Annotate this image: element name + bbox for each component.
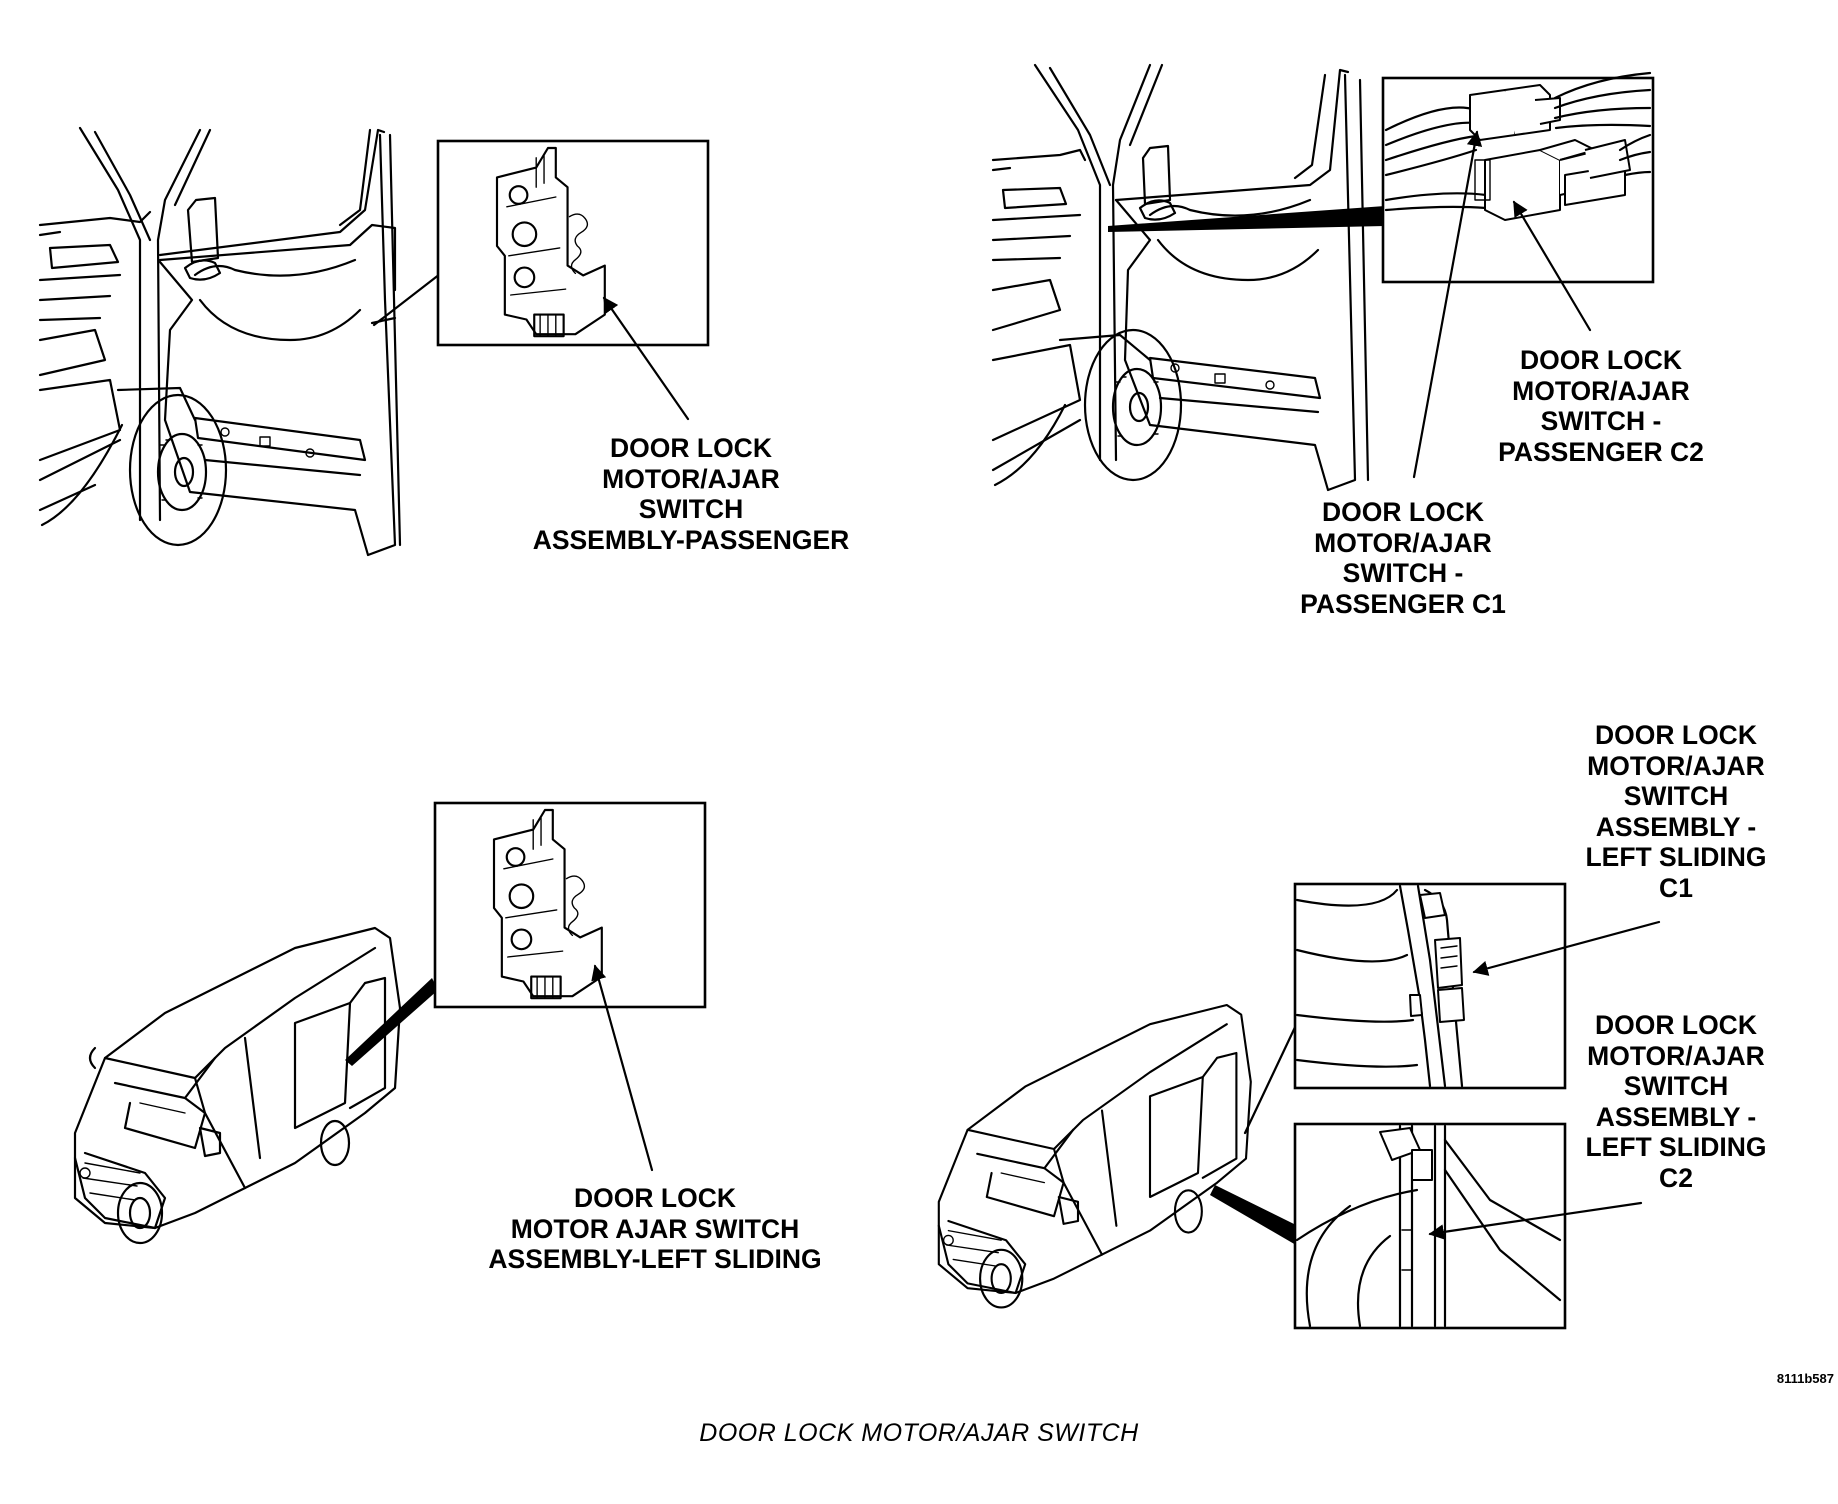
passenger-door-connector-illustration — [991, 63, 1370, 492]
passenger-assembly-arrow — [602, 296, 690, 421]
label-passenger-c1: DOOR LOCK MOTOR/AJAR SWITCH - PASSENGER … — [1300, 497, 1506, 619]
figure-id: 8111b587 — [1776, 1371, 1834, 1386]
van-illustration-left — [73, 926, 402, 1245]
c1-leader-line — [1243, 1021, 1299, 1135]
sliding-c1-connector-icon — [1295, 884, 1465, 1088]
passenger-door-illustration — [38, 126, 402, 557]
sliding-c2-connector-icon — [1295, 1124, 1562, 1328]
passenger-latch-inset — [436, 139, 710, 347]
label-left-sliding-assembly: DOOR LOCK MOTOR AJAR SWITCH ASSEMBLY-LEF… — [488, 1183, 822, 1274]
connector-leader-wedge — [1108, 206, 1385, 232]
mirror-left — [88, 1046, 97, 1070]
passenger-c1-arrow — [1412, 130, 1483, 479]
connector-wiring-icon — [1384, 71, 1652, 221]
figure-caption: DOOR LOCK MOTOR/AJAR SWITCH — [699, 1419, 1139, 1447]
left-sliding-c1-arrow — [1472, 920, 1661, 976]
sliding-door-leader-wedge — [345, 978, 438, 1066]
left-sliding-c2-arrow — [1428, 1201, 1643, 1240]
label-passenger-assembly: DOOR LOCK MOTOR/AJAR SWITCH ASSEMBLY-PAS… — [532, 433, 850, 555]
passenger-leader-line — [372, 272, 442, 327]
label-left-sliding-c2: DOOR LOCK MOTOR/AJAR SWITCH ASSEMBLY - L… — [1585, 1010, 1767, 1193]
passenger-c2-arrow — [1512, 200, 1592, 332]
c2-leader-wedge — [1210, 1185, 1296, 1245]
label-left-sliding-c1: DOOR LOCK MOTOR/AJAR SWITCH ASSEMBLY - L… — [1585, 720, 1767, 903]
van-illustration-right — [937, 1003, 1252, 1309]
sliding-door-latch-inset — [433, 801, 707, 1009]
label-passenger-c2: DOOR LOCK MOTOR/AJAR SWITCH - PASSENGER … — [1498, 345, 1704, 467]
left-sliding-assembly-arrow — [591, 964, 654, 1172]
